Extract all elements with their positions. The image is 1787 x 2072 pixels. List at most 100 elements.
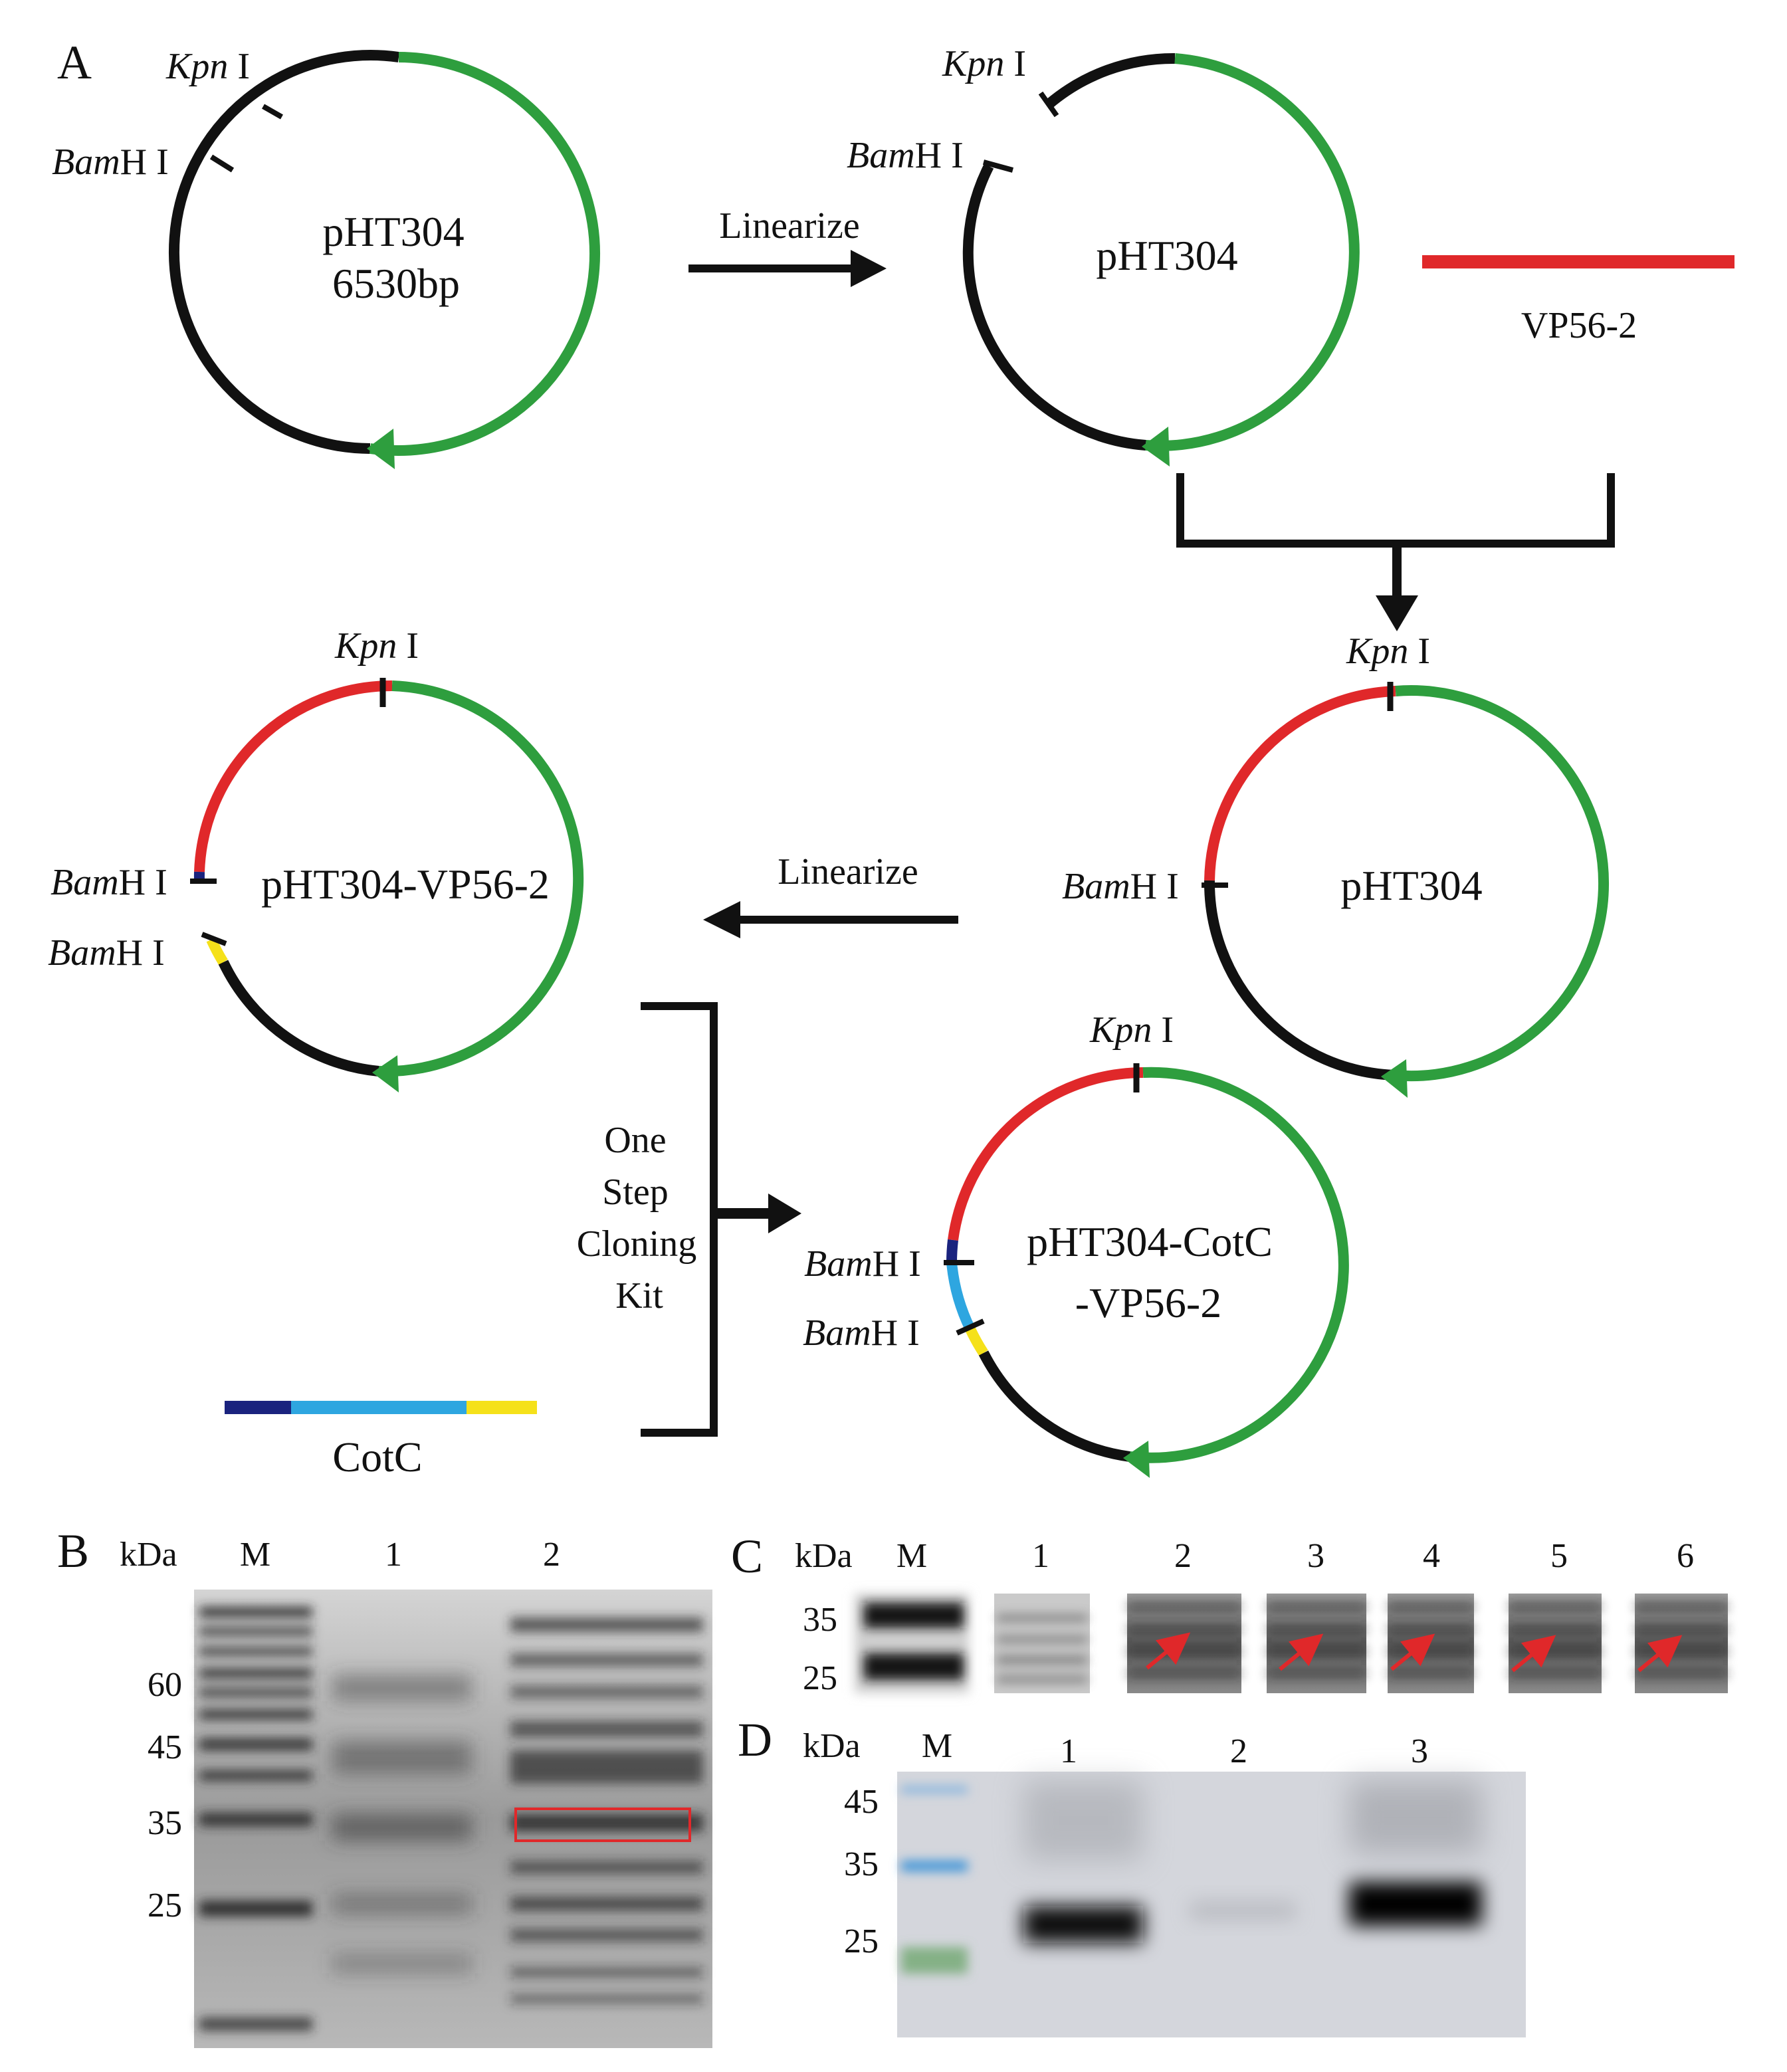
gel-c-marker-lane xyxy=(855,1594,969,1693)
vp56-fragment: VP56-2 xyxy=(1422,255,1734,346)
plasmid-3-green-arc xyxy=(1394,685,1610,1082)
gel-c-lane-4: 4 xyxy=(1423,1537,1440,1575)
plasmid-2-black-lower-arc xyxy=(962,163,1146,451)
gel-d-marker-35: 35 xyxy=(844,1845,879,1883)
plasmid-5-green-arc xyxy=(1129,1067,1349,1463)
kit-line-1: One xyxy=(604,1120,666,1161)
merge-bracket xyxy=(1176,473,1615,631)
plasmid-5-bam-label-1: BamH I xyxy=(804,1243,921,1285)
panel-a-letter: A xyxy=(57,36,92,89)
plasmid-5-yellow-arc xyxy=(965,1326,988,1356)
gel-c-lane-6: 6 xyxy=(1677,1537,1694,1575)
kit-line-2: Step xyxy=(602,1172,669,1213)
plasmid-5-blue-arc xyxy=(946,1262,976,1332)
linearize-arrow-1: Linearize xyxy=(688,205,887,287)
gel-c xyxy=(855,1594,1728,1693)
gel-b-highlight-box xyxy=(514,1808,691,1842)
plasmid-2-green-arc xyxy=(1145,53,1360,451)
plasmid-5-kpn-label: Kpn I xyxy=(1089,1009,1174,1051)
gel-c-marker-25: 25 xyxy=(803,1659,837,1697)
cotc-label: CotC xyxy=(332,1433,422,1481)
plasmid-4-bam-label-1: BamH I xyxy=(51,862,167,903)
linearize-label-2: Linearize xyxy=(778,851,918,892)
panel-d-letter: D xyxy=(738,1713,772,1766)
plasmid-2-kpn-end xyxy=(1038,91,1059,118)
plasmid-5-name-line-1: pHT304-CotC xyxy=(1027,1218,1273,1265)
plasmid-3-black-arc xyxy=(1204,880,1395,1081)
plasmid-1-bam-site xyxy=(209,154,235,173)
plasmid-2-black-top-arc xyxy=(1045,52,1176,109)
gel-d-lane-1: 1 xyxy=(1060,1732,1077,1770)
plasmid-5-bam-label-2: BamH I xyxy=(803,1312,920,1354)
gel-c-lane-5: 5 xyxy=(1550,1537,1568,1575)
gel-c-arrow-lane-6-icon xyxy=(1637,1635,1683,1673)
plasmid-2-direction-arrow-icon xyxy=(1142,427,1170,466)
plasmid-1-kpn-label: Kpn I xyxy=(165,46,250,87)
cotc-fragment: CotC xyxy=(225,1401,537,1481)
plasmid-1-direction-arrow-icon xyxy=(367,429,395,469)
gel-d-marker-bands xyxy=(901,1786,968,1974)
plasmid-4-direction-arrow-icon xyxy=(372,1055,399,1092)
gel-d-sample-bands xyxy=(1023,1781,1482,1943)
plasmid-5-direction-arrow-icon xyxy=(1123,1441,1150,1478)
plasmid-3: Kpn I BamH I pHT304 xyxy=(1062,631,1610,1098)
plasmid-1-kpn-site xyxy=(262,104,283,120)
plasmid-1: Kpn I BamH I pHT304 6530bp xyxy=(52,46,600,469)
gel-c-arrow-lane-2-icon xyxy=(1146,1632,1191,1670)
gel-c-arrow-lane-4-icon xyxy=(1390,1633,1435,1671)
plasmid-2-name: pHT304 xyxy=(1096,232,1237,279)
gel-c-lane-m: M xyxy=(896,1537,927,1575)
linearize-arrow-2: Linearize xyxy=(703,851,958,938)
kit-line-3: Cloning xyxy=(577,1223,696,1265)
gel-c-marker-35: 35 xyxy=(803,1601,837,1639)
plasmid-5-navy-arc xyxy=(946,1239,958,1263)
kit-line-4: Kit xyxy=(615,1275,663,1316)
plasmid-1-black-arc xyxy=(169,50,400,454)
gel-c-lane-1: 1 xyxy=(1032,1537,1049,1575)
plasmid-3-direction-arrow-icon xyxy=(1381,1059,1408,1098)
plasmid-4-bam-end-2 xyxy=(201,932,227,946)
plasmid-4-name: pHT304-VP56-2 xyxy=(261,861,550,908)
gel-b-lane-m: M xyxy=(240,1536,270,1574)
gel-d-lane-2: 2 xyxy=(1230,1732,1247,1770)
gel-d-marker-25: 25 xyxy=(844,1922,879,1960)
gel-c-lane-3: 3 xyxy=(1307,1537,1324,1575)
gel-b-lane-1: 1 xyxy=(385,1536,402,1574)
plasmid-5-bam-site-2 xyxy=(956,1318,985,1336)
gel-b-marker-25: 25 xyxy=(148,1887,182,1924)
plasmid-4-red-arc xyxy=(194,680,393,873)
panel-b-letter: B xyxy=(57,1524,89,1578)
plasmid-3-kpn-label: Kpn I xyxy=(1346,631,1430,672)
plasmid-1-size: 6530bp xyxy=(332,260,460,307)
gel-d xyxy=(897,1772,1526,2037)
linearize-label-1: Linearize xyxy=(719,205,859,247)
gel-d-lane-m: M xyxy=(922,1727,952,1765)
cloning-kit-bracket: One Step Cloning Kit xyxy=(577,1002,801,1437)
plasmid-1-green-arc xyxy=(369,52,600,456)
plasmid-4-black-arc xyxy=(218,960,379,1077)
gel-c-arrow-lane-3-icon xyxy=(1279,1633,1324,1671)
plasmid-3-red-arc xyxy=(1204,686,1396,881)
plasmid-5-black-arc xyxy=(978,1350,1131,1462)
plasmid-5-red-arc xyxy=(948,1067,1144,1241)
gel-b-unit: kDa xyxy=(120,1536,177,1574)
gel-b-lane-1-bands xyxy=(332,1675,472,1974)
plasmid-3-name: pHT304 xyxy=(1340,862,1482,909)
gel-b-lane-2: 2 xyxy=(543,1536,560,1574)
plasmid-1-name: pHT304 xyxy=(322,208,464,255)
plasmid-2-kpn-label: Kpn I xyxy=(942,43,1026,84)
plasmid-4-green-arc xyxy=(378,680,584,1077)
gel-b-marker-45: 45 xyxy=(148,1728,182,1766)
gel-b-marker-bands xyxy=(199,1607,312,2031)
plasmid-5-name-line-2: -VP56-2 xyxy=(1075,1279,1221,1326)
panel-c-letter: C xyxy=(731,1530,763,1583)
vp56-label: VP56-2 xyxy=(1521,305,1637,346)
gel-c-lane-2: 2 xyxy=(1174,1537,1192,1575)
plasmid-2-bam-label: BamH I xyxy=(847,135,964,176)
gel-d-lane-3: 3 xyxy=(1411,1732,1428,1770)
plasmid-5: Kpn I BamH I BamH I pHT304-CotC -VP56-2 xyxy=(803,1009,1349,1478)
plasmid-3-bam-label: BamH I xyxy=(1062,866,1179,907)
plasmid-2-bam-end xyxy=(982,159,1014,173)
plasmid-4-bam-label-2: BamH I xyxy=(48,932,165,974)
plasmid-4: Kpn I BamH I BamH I pHT304-VP56-2 xyxy=(48,625,584,1092)
